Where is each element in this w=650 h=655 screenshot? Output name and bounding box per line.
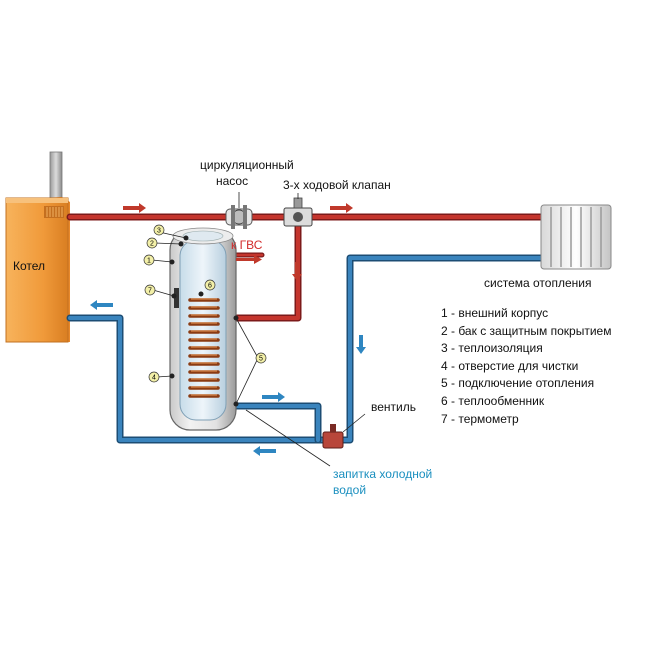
flow-arrows [90, 203, 366, 456]
legend-item: 7 - термометр [441, 411, 519, 426]
marker-2: 2 [146, 237, 158, 249]
marker-4: 4 [148, 371, 160, 383]
radiator [540, 204, 612, 270]
legend-item: 1 - внешний корпус [441, 306, 549, 320]
marker-1: 1 [143, 254, 155, 266]
marker-6: 6 [204, 279, 216, 291]
boiler-label: Котел [13, 259, 46, 273]
thermometer [174, 288, 179, 308]
heating-system-label: система отопления [484, 276, 592, 290]
marker-7: 7 [144, 284, 156, 296]
water-heater-tank [169, 227, 237, 431]
legend-item: 2 - бак с защитным покрытием [441, 323, 612, 338]
svg-text:4: 4 [152, 375, 156, 382]
cold-supply-label-line2: водой [333, 483, 367, 497]
arrow-cold-left-icon [90, 300, 113, 310]
svg-text:7: 7 [148, 288, 152, 295]
pump-label-line2: насос [216, 174, 249, 188]
part-markers: 3 2 1 7 6 4 5 [143, 224, 267, 383]
cold-supply-label-line1: запитка холодной [333, 467, 433, 481]
dhw-label: к ГВС [231, 238, 263, 252]
cold-return-pipe [66, 254, 549, 444]
svg-text:3: 3 [157, 228, 161, 235]
legend-item: 3 - теплоизоляция [441, 341, 543, 356]
boiler [5, 197, 70, 343]
shutoff-valve-label: вентиль [371, 400, 416, 414]
pump-label-line1: циркуляционный [200, 158, 294, 172]
marker-5: 5 [255, 352, 267, 364]
heat-exchanger-coil [188, 298, 220, 398]
coil-highlights [191, 298, 217, 396]
arrow-hot-right-icon [123, 203, 146, 213]
svg-text:2: 2 [150, 241, 154, 248]
arrow-cold-right-icon [262, 392, 285, 402]
arrow-cold-down-icon [356, 335, 366, 354]
three-way-valve-label: 3-х ходовой клапан [283, 178, 391, 192]
legend: 1 - внешний корпус 2 - бак с защитным по… [441, 305, 611, 428]
arrow-cold-left-icon [253, 446, 276, 456]
three-way-valve [283, 197, 313, 227]
arrow-hot-right-icon [236, 255, 262, 264]
arrow-hot-down-icon [292, 262, 302, 281]
leader-lines [151, 192, 366, 467]
chimney [49, 151, 63, 199]
svg-text:6: 6 [208, 283, 212, 290]
svg-text:1: 1 [147, 258, 151, 265]
leader-dots [169, 235, 239, 407]
marker-3: 3 [153, 224, 165, 236]
shutoff-valve [322, 424, 344, 449]
boiler-vent-grille [44, 206, 64, 218]
legend-item: 5 - подключение отопления [441, 376, 595, 391]
legend-item: 6 - теплообменник [441, 393, 545, 408]
svg-text:5: 5 [259, 356, 263, 363]
arrow-hot-right-icon [330, 203, 353, 213]
circulation-pump [225, 205, 253, 229]
hot-supply-pipe [66, 213, 549, 322]
legend-item: 4 - отверстие для чистки [441, 358, 579, 373]
